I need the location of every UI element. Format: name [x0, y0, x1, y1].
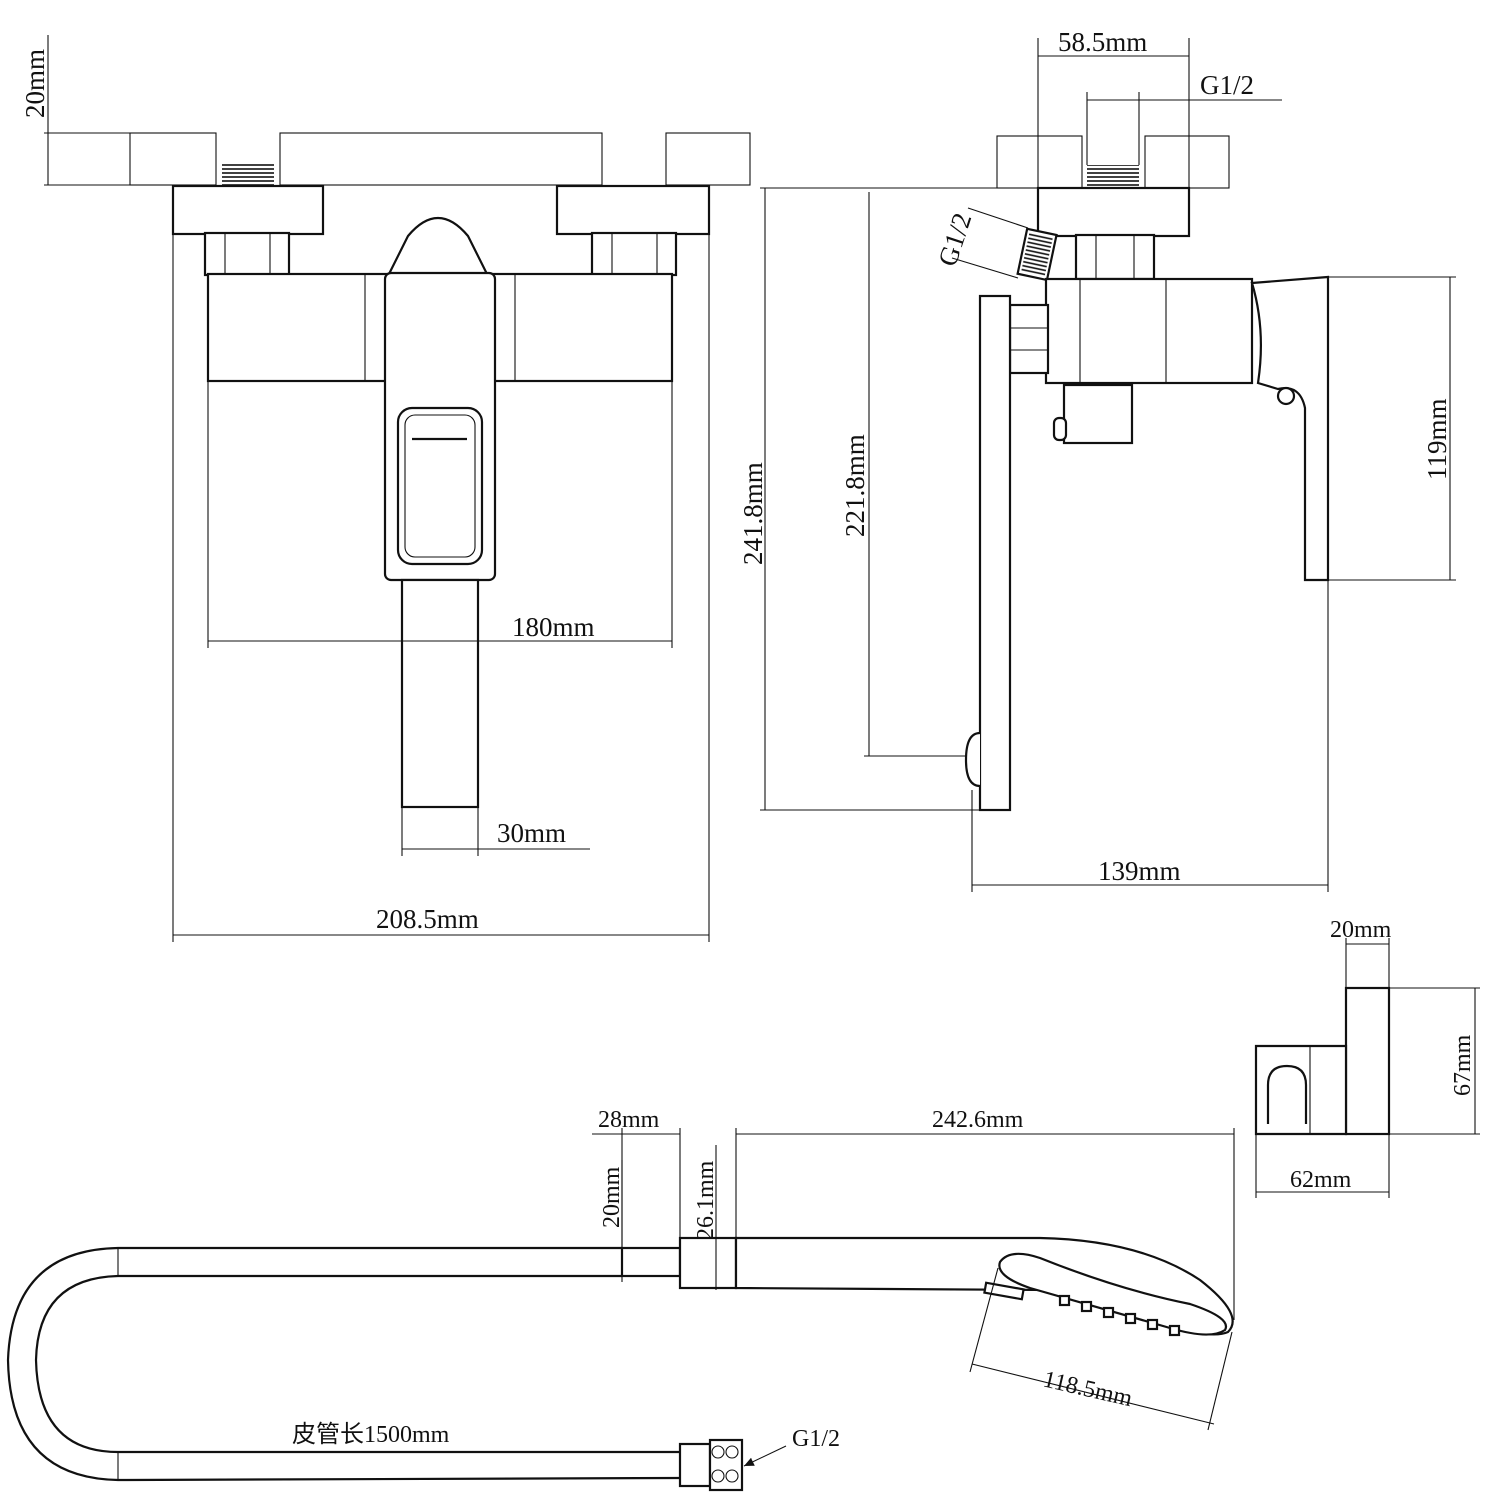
wall-section-left: [129, 132, 217, 186]
dim-connector-length: 28mm: [598, 1107, 660, 1133]
side-body: [1044, 277, 1254, 385]
wall-section-side-right: [1144, 135, 1230, 189]
dim-handle-diameter: 26.1mm: [693, 1160, 719, 1240]
shower-head-face: [998, 1252, 1228, 1336]
hose-end-nut: [678, 1438, 744, 1492]
wall-thread-side: [1087, 165, 1139, 188]
escutcheon-right: [555, 184, 711, 236]
wall-thread-front: [222, 162, 274, 185]
spout: [400, 578, 480, 809]
side-diverter: [1062, 383, 1134, 445]
holder-dim-width: 62mm: [1290, 1167, 1352, 1193]
hose-connector: [620, 1246, 682, 1278]
dim-depth: 139mm: [1098, 856, 1181, 886]
wall-section-side-left: [996, 135, 1083, 189]
dim-wall-thickness: 20mm: [20, 49, 50, 118]
handle-collar: [678, 1236, 738, 1290]
holder-dim-height: 67mm: [1450, 1034, 1476, 1096]
dim-handle-height: 119mm: [1422, 398, 1452, 480]
side-outlet-nut: [1008, 303, 1050, 375]
dim-total-width: 208.5mm: [376, 904, 479, 934]
thread-side-label: G1/2: [932, 209, 977, 270]
thread-top-label: G1/2: [1200, 70, 1254, 100]
dim-head-diameter: 118.5mm: [1041, 1367, 1135, 1413]
side-escutcheon: [1036, 186, 1191, 238]
handle-lever-top: [386, 216, 490, 278]
hose-length-label: 皮管长1500mm: [292, 1421, 450, 1448]
dim-inlet-spacing: 180mm: [512, 612, 595, 642]
hose-thread-label: G1/2: [792, 1426, 840, 1452]
hex-nut-right: [590, 231, 678, 277]
spray-nozzles: [1058, 1294, 1181, 1337]
dim-hose-diameter: 20mm: [599, 1166, 625, 1228]
dim-spout-width: 30mm: [497, 818, 566, 848]
front-view: 20mm 180mm 30mm 208.5mm: [20, 35, 751, 942]
wall-section-middle: [279, 132, 603, 186]
dim-thread-spacing: 58.5mm: [1058, 27, 1147, 57]
shower-hose: [6, 1246, 681, 1482]
holder-view: 20mm 67mm 62mm: [1254, 917, 1480, 1198]
wall-section-right: [665, 132, 751, 186]
escutcheon-left: [171, 184, 325, 236]
side-handle-lever: [1250, 275, 1330, 582]
dim-total-height: 241.8mm: [738, 462, 768, 565]
dim-handle-length: 242.6mm: [932, 1107, 1024, 1133]
side-view: 58.5mm G1/2 G1/2 241.8mm 221.8mm 119mm 1…: [738, 27, 1456, 892]
shower-view: 28mm 242.6mm 20mm 26.1mm 118.5mm 皮管长1500…: [6, 1107, 1235, 1492]
diverter-button: [396, 406, 484, 566]
holder-wall-plate: [1344, 986, 1391, 1136]
hex-nut-left: [203, 231, 291, 277]
side-thread-outlet: [1016, 227, 1058, 282]
side-hex-nut: [1074, 233, 1156, 281]
holder-dim-depth: 20mm: [1330, 917, 1392, 943]
side-spout-plate: [978, 294, 1012, 812]
dim-spout-height: 221.8mm: [840, 434, 870, 537]
